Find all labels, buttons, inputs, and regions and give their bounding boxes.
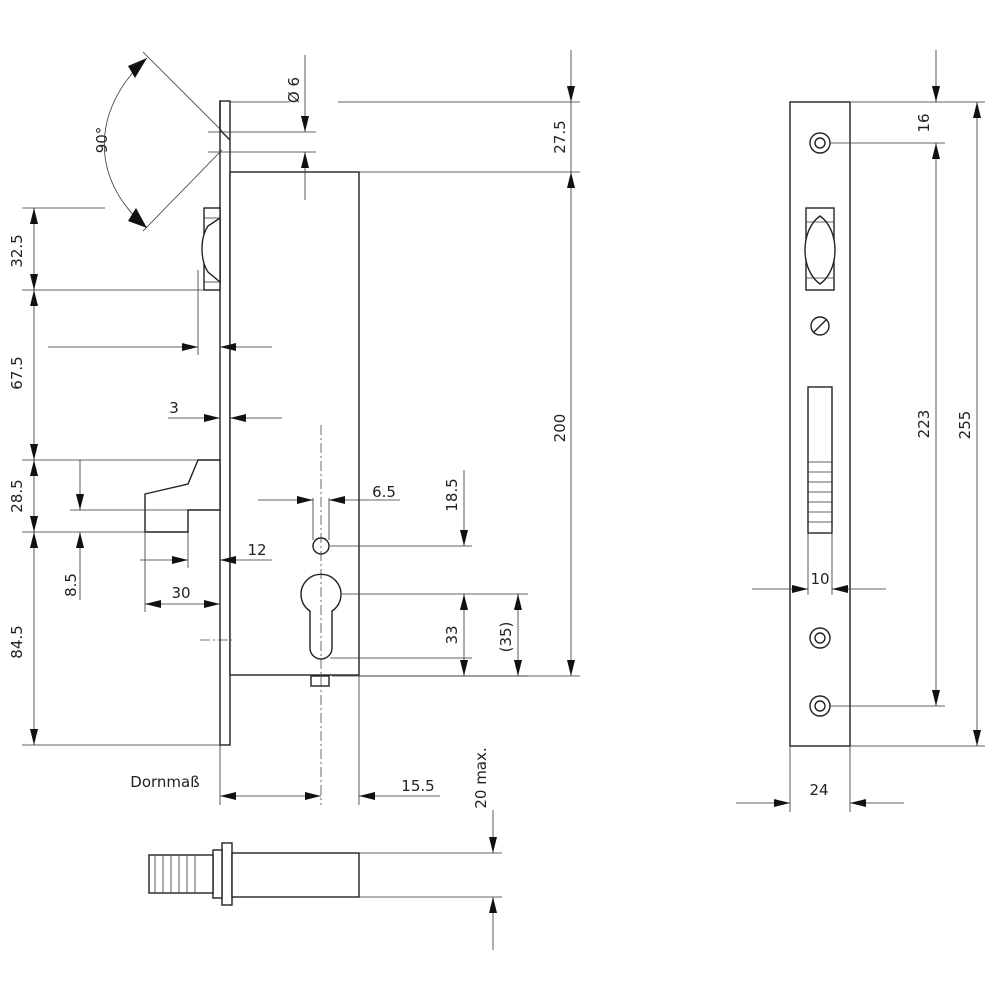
label-latch-offset: 32.5 [8, 234, 26, 267]
label-spindle-offset: 18.5 [443, 478, 461, 511]
label-bolt-thickness-max: 20 max. [472, 747, 490, 808]
label-bolt-throw: 30 [171, 584, 190, 602]
faceplate-side [219, 100, 231, 746]
label-bolt-depth: 12 [247, 541, 266, 559]
label-bolt-to-bottom: 84.5 [8, 625, 26, 658]
label-backset-offset: 15.5 [401, 777, 434, 795]
screw-slotted [810, 316, 830, 336]
arrowheads [30, 58, 981, 913]
label-latch-to-bolt: 67.5 [8, 356, 26, 389]
dimension-lines [22, 50, 985, 950]
bottom-view [148, 842, 360, 906]
label-body-height: 200 [551, 414, 569, 443]
label-faceplate-hole-spacing: 223 [915, 410, 933, 439]
label-faceplate-top-hole: 16 [915, 113, 933, 132]
front-view [789, 101, 851, 747]
dimension-labels: 90° Ø 6 27.5 200 32.5 67.5 28.5 8.5 84.5… [8, 77, 974, 809]
screw-bottom-side [310, 675, 330, 687]
latch-side [201, 207, 221, 291]
label-top-offset: 27.5 [551, 120, 569, 153]
label-hole-diameter: Ø 6 [285, 77, 303, 103]
latch-front [804, 207, 836, 291]
label-spindle-width: 6.5 [372, 483, 396, 501]
hook-bolt-side [144, 459, 221, 533]
label-bolt-height: 28.5 [8, 479, 26, 512]
label-faceplate-length: 255 [956, 411, 974, 440]
label-bolt-step: 8.5 [62, 573, 80, 597]
label-cylinder-height: 33 [443, 625, 461, 644]
label-backset: Dornmaß [130, 773, 199, 791]
bolt-slot-front [807, 386, 833, 534]
label-faceplate-width: 24 [809, 781, 828, 799]
screw-hole-middle [809, 627, 831, 649]
label-faceplate-slot-width: 10 [810, 570, 829, 588]
label-cylinder-height-ref: (35) [497, 622, 515, 653]
cylinder-hole-side [300, 573, 342, 660]
label-angle: 90° [93, 127, 111, 154]
side-view [144, 100, 360, 805]
label-plate-thickness: 3 [169, 399, 179, 417]
